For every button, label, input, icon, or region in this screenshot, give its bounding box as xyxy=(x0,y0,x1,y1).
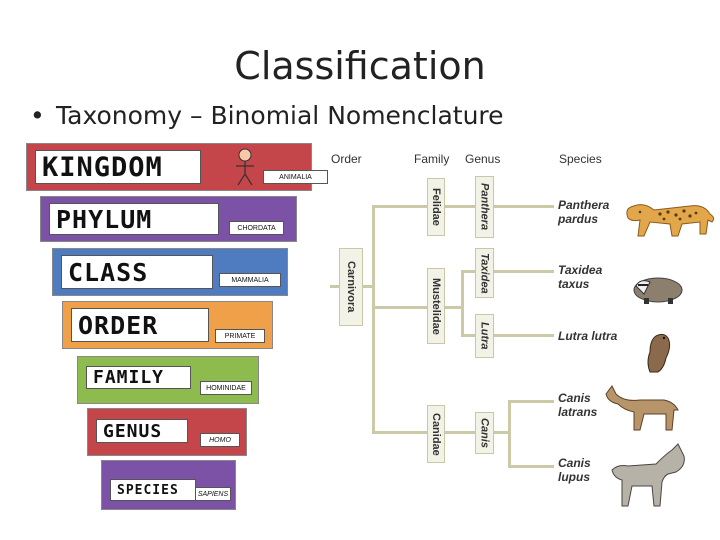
species-epithet: latrans xyxy=(558,405,598,419)
rank-tag: PRIMATE xyxy=(215,329,265,343)
genus-box: Lutra xyxy=(475,314,494,358)
species-genus: Panthera xyxy=(558,198,610,212)
rank-genus: GENUS HOMO xyxy=(87,408,247,456)
header-species: Species xyxy=(559,152,602,166)
connector-line xyxy=(508,465,554,468)
connector-line xyxy=(492,205,554,208)
rank-label: ORDER xyxy=(71,308,209,342)
family-box: Canidae xyxy=(427,405,445,463)
species-label: Lutra lutra xyxy=(558,329,617,343)
otter-image xyxy=(647,333,671,373)
stick-figure-icon xyxy=(236,148,254,186)
rank-label: KINGDOM xyxy=(35,150,201,184)
rank-tag: SAPIENS xyxy=(195,487,231,501)
species-genus: Taxidea xyxy=(558,263,603,277)
connector-line xyxy=(443,205,477,208)
family-label: Felidae xyxy=(430,188,442,226)
leopard-image xyxy=(626,204,715,237)
rank-tag: CHORDATA xyxy=(229,221,284,235)
rank-family: FAMILY HOMINIDAE xyxy=(77,356,259,404)
rank-label: FAMILY xyxy=(86,366,191,389)
genus-box: Canis xyxy=(475,412,494,454)
header-order: Order xyxy=(331,152,362,166)
connector-line xyxy=(492,431,508,434)
connector-line xyxy=(492,270,554,273)
bullet-point: • Taxonomy – Binomial Nomenclature xyxy=(30,101,504,130)
connector-line xyxy=(508,400,511,466)
rank-tag: MAMMALIA xyxy=(219,273,281,287)
species-epithet: pardus xyxy=(558,212,599,226)
species-epithet: taxus xyxy=(558,277,590,291)
genus-label: Taxidea xyxy=(478,252,491,294)
connector-line xyxy=(492,334,554,337)
wolf-image xyxy=(611,443,685,507)
rank-tag: ANIMALIA xyxy=(263,170,328,184)
family-box: Mustelidae xyxy=(427,268,445,344)
connector-line xyxy=(461,270,464,336)
rank-species: SPECIES SAPIENS xyxy=(101,460,236,510)
order-label: Carnivora xyxy=(345,261,357,313)
badger-image xyxy=(633,277,683,304)
species-epithet: lupus xyxy=(558,470,590,484)
connector-line xyxy=(372,306,428,309)
rank-kingdom: KINGDOM ANIMALIA xyxy=(26,143,328,191)
connector-line xyxy=(372,205,375,433)
connector-line xyxy=(461,270,477,273)
species-genus: Lutra lutra xyxy=(558,329,618,343)
rank-tag: HOMO xyxy=(200,433,240,447)
connector-line xyxy=(372,205,428,208)
species-genus: Canis xyxy=(558,456,591,470)
bullet-dot: • xyxy=(30,101,45,130)
slide-title: Classification xyxy=(234,44,486,88)
species-genus: Canis xyxy=(558,391,591,405)
order-box: Carnivora xyxy=(339,248,363,326)
connector-line xyxy=(508,400,554,403)
coyote-image xyxy=(605,385,679,431)
genus-label: Panthera xyxy=(478,183,491,231)
genus-label: Lutra xyxy=(478,322,491,350)
family-box: Felidae xyxy=(427,178,445,236)
rank-order: ORDER PRIMATE xyxy=(62,301,273,349)
genus-box: Taxidea xyxy=(475,248,494,298)
family-label: Mustelidae xyxy=(430,277,442,335)
family-label: Canidae xyxy=(430,412,442,456)
rank-label: SPECIES xyxy=(110,479,196,501)
rank-class: CLASS MAMMALIA xyxy=(52,248,288,296)
genus-box: Panthera xyxy=(475,176,494,238)
connector-line xyxy=(443,431,477,434)
rank-tag: HOMINIDAE xyxy=(200,381,252,395)
connector-line xyxy=(461,334,477,337)
header-genus: Genus xyxy=(465,152,501,166)
connector-line xyxy=(443,306,461,309)
rank-phylum: PHYLUM CHORDATA xyxy=(40,196,297,242)
rank-label: PHYLUM xyxy=(49,203,219,235)
rank-label: CLASS xyxy=(61,255,213,289)
bullet-text: Taxonomy – Binomial Nomenclature xyxy=(56,101,504,130)
connector-line xyxy=(372,431,428,434)
genus-label: Canis xyxy=(478,418,491,448)
header-family: Family xyxy=(414,152,450,166)
rank-label: GENUS xyxy=(96,419,188,443)
